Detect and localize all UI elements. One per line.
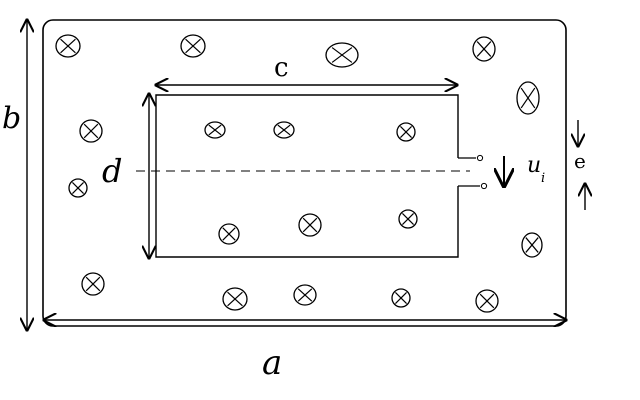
label-b: b	[2, 101, 21, 136]
field-marker-14	[521, 232, 543, 258]
field-marker-6	[79, 119, 103, 143]
label-c: c	[274, 53, 289, 83]
field-marker-11	[218, 223, 240, 245]
field-marker-19	[475, 289, 499, 313]
field-marker-13	[398, 209, 418, 229]
field-marker-3	[325, 42, 359, 68]
label-u-subscript: i	[541, 171, 545, 186]
field-marker-7	[68, 178, 88, 198]
field-marker-2	[180, 34, 206, 58]
label-e: e	[574, 149, 586, 173]
label-d: d	[102, 152, 122, 190]
label-u: u	[527, 153, 541, 178]
terminal-bottom	[480, 182, 488, 190]
field-marker-9	[273, 121, 295, 139]
field-marker-12	[298, 213, 322, 237]
field-marker-5	[516, 81, 540, 115]
field-markers	[55, 34, 543, 313]
field-marker-10	[396, 122, 416, 142]
field-marker-1	[55, 34, 81, 58]
field-marker-8	[204, 121, 226, 139]
field-marker-15	[81, 272, 105, 296]
field-marker-16	[222, 287, 248, 311]
inner-loop	[155, 94, 459, 258]
field-marker-18	[391, 288, 411, 308]
terminal-top	[476, 154, 484, 162]
field-marker-4	[472, 36, 496, 62]
label-a: a	[262, 343, 282, 383]
field-marker-17	[293, 284, 317, 306]
